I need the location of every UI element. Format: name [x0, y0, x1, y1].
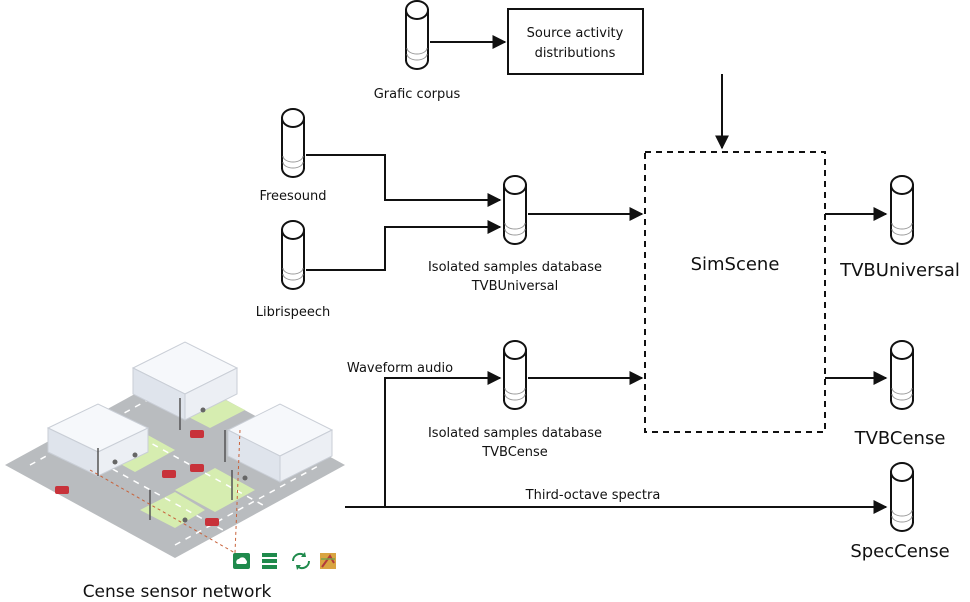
car [162, 470, 176, 478]
connectors [306, 35, 888, 514]
sync-icon [291, 552, 311, 570]
city-illustration [5, 341, 345, 558]
tvbcense-output-label: TVBCense [854, 428, 946, 449]
grass-block [175, 468, 255, 512]
cloud-icon [233, 553, 250, 569]
tvbuniversal-output-cylinder [890, 175, 914, 245]
cense-db-label-line2: TVBCense [481, 445, 548, 460]
grafic-corpus-cylinder [405, 0, 429, 70]
freesound-cylinder [281, 108, 305, 178]
source-activity-box [507, 8, 644, 75]
waveform-audio-label: Waveform audio [347, 361, 453, 376]
third-octave-label: Third-octave spectra [525, 488, 661, 503]
server-icon [262, 553, 277, 569]
simscene-label: SimScene [691, 254, 780, 275]
speccense-output-cylinder [890, 462, 914, 532]
freesound-label: Freesound [259, 189, 326, 204]
car [205, 518, 219, 526]
speccense-output-label: SpecCense [850, 541, 949, 562]
tvbcense-output-cylinder [890, 340, 914, 410]
librispeech-cylinder [281, 220, 305, 290]
car [190, 464, 204, 472]
simscene-box [644, 151, 826, 433]
source-activity-line2: distributions [535, 46, 616, 61]
universal-db-cylinder [503, 175, 527, 245]
source-activity-line1: Source activity [527, 26, 624, 41]
sensor-network-label: Cense sensor network [83, 582, 272, 602]
cense-db-label-line1: Isolated samples database [428, 426, 602, 441]
map-icon [320, 553, 336, 569]
grafic-corpus-label: Grafic corpus [374, 87, 461, 102]
grass-block [140, 492, 205, 528]
universal-db-label-line2: TVBUniversal [471, 279, 559, 294]
building [131, 341, 239, 421]
universal-db-label-line1: Isolated samples database [428, 260, 602, 275]
building [226, 403, 334, 483]
librispeech-label: Librispeech [256, 305, 330, 320]
tvbuniversal-output-label: TVBUniversal [839, 260, 960, 281]
car [55, 486, 69, 494]
cense-db-cylinder [503, 340, 527, 410]
car [190, 430, 204, 438]
